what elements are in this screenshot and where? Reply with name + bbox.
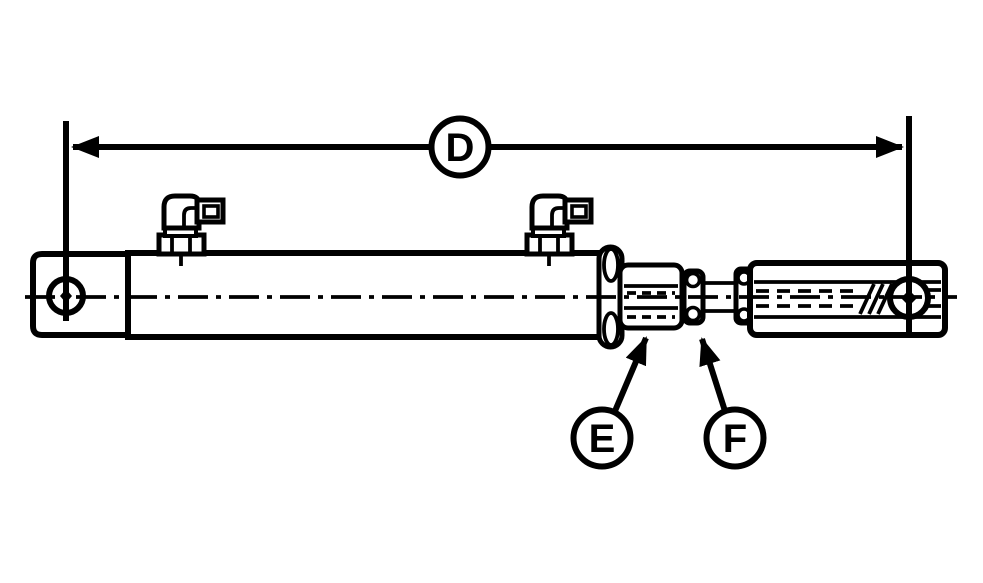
cylinder-barrel xyxy=(125,250,613,340)
dimension-d: D xyxy=(63,115,912,334)
callout-e: E xyxy=(570,336,649,470)
gland-cap-detail-top xyxy=(602,247,620,283)
cylinder-assembly xyxy=(25,196,957,350)
callout-label-f: F xyxy=(723,417,747,461)
callout-bubble-f xyxy=(703,406,767,470)
callout-f: F xyxy=(699,337,767,470)
callout-bubble-d xyxy=(428,115,492,179)
gland-cap-detail-bottom xyxy=(602,311,620,347)
leader-arrow-f xyxy=(699,337,728,412)
callout-label-d: D xyxy=(446,126,475,170)
leader-arrow-e xyxy=(612,336,649,413)
callout-label-e: E xyxy=(589,417,616,461)
callout-bubble-e xyxy=(570,406,634,470)
